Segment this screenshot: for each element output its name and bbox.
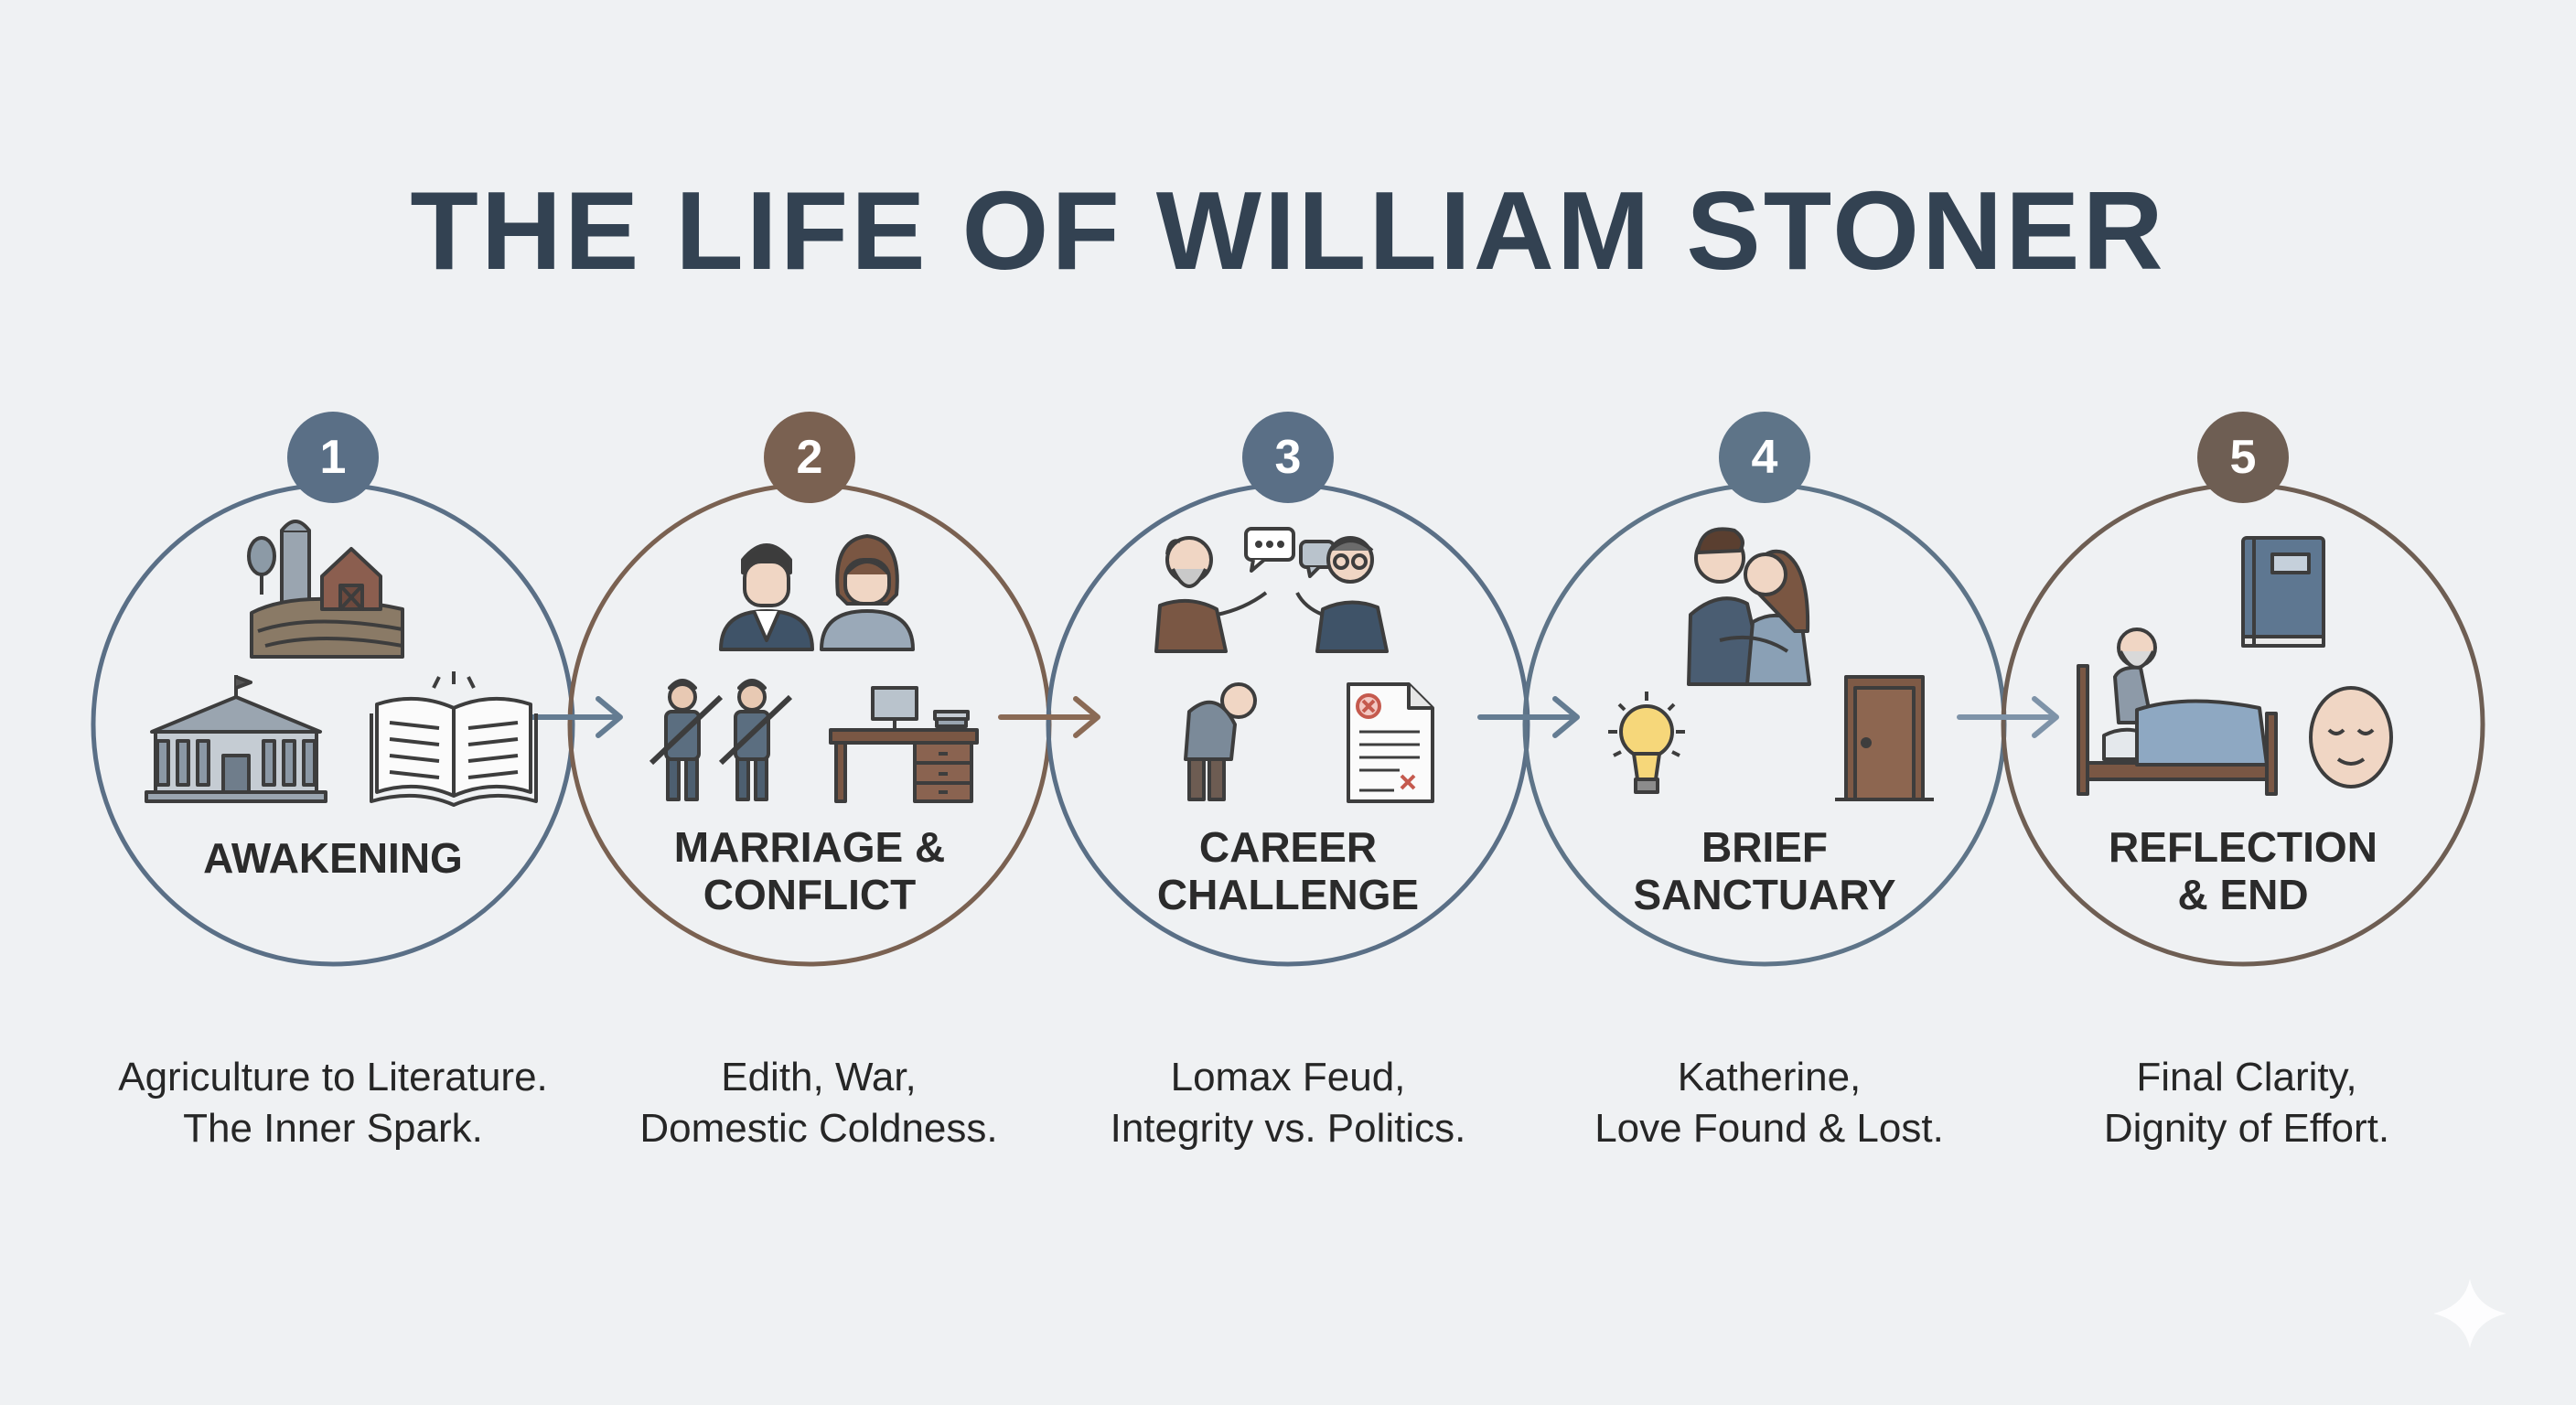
stage-title-5: REFLECTION & END (2109, 823, 2377, 918)
closed-book-icon (2241, 536, 2325, 648)
stage-description-line: Love Found & Lost. (1594, 1106, 1944, 1151)
door-icon (1835, 675, 1934, 801)
stage-description-2: Edith, War, Domestic Coldness. (563, 1052, 1075, 1154)
stage-description-line: Katherine, (1677, 1055, 1862, 1099)
rejected-document-icon (1347, 682, 1434, 803)
office-desk-icon (829, 686, 979, 803)
stage-badge-3: 3 (1242, 412, 1334, 503)
stage-title-4: BRIEF SANCTUARY (1633, 823, 1896, 918)
man-in-bed-icon (2077, 627, 2278, 796)
stage-badge-5: 5 (2197, 412, 2289, 503)
peaceful-face-icon (2309, 686, 2393, 788)
stage-description-line: Final Clarity, (2136, 1055, 2357, 1099)
lightbulb-icon (1608, 692, 1685, 794)
couple-portrait-icon (719, 534, 915, 651)
sparkle-icon (2433, 1279, 2506, 1348)
page-title: THE LIFE OF WILLIAM STONER (410, 168, 2166, 293)
stooped-man-icon (1184, 682, 1257, 801)
stage-description-line: Lomax Feud, (1170, 1055, 1406, 1099)
professors-arguing-icon (1154, 527, 1389, 653)
stage-description-line: Agriculture to Literature. (118, 1055, 548, 1099)
university-building-icon (145, 675, 327, 803)
embracing-couple-icon (1687, 527, 1811, 686)
stage-description-5: Final Clarity, Dignity of Effort. (1991, 1052, 2503, 1154)
stage-description-line: The Inner Spark. (183, 1106, 483, 1151)
stage-description-4: Katherine, Love Found & Lost. (1513, 1052, 2025, 1154)
stage-description-line: Edith, War, (721, 1055, 917, 1099)
stage-badge-2: 2 (764, 412, 855, 503)
farm-icon (247, 520, 404, 659)
stage-badge-4: 4 (1719, 412, 1810, 503)
arrow-3-4 (1477, 696, 1580, 738)
arrow-2-3 (998, 696, 1100, 738)
stage-title-3: CAREER CHALLENGE (1156, 823, 1420, 918)
stage-description-line: Dignity of Effort. (2103, 1106, 2390, 1151)
stage-description-line: Integrity vs. Politics. (1110, 1106, 1466, 1151)
stage-badge-1: 1 (287, 412, 379, 503)
stage-description-3: Lomax Feud, Integrity vs. Politics. (1032, 1052, 1544, 1154)
arrow-4-5 (1957, 696, 2059, 738)
open-book-icon (370, 671, 538, 807)
soldiers-icon (649, 679, 793, 801)
arrow-1-2 (521, 696, 623, 738)
stage-title-2: MARRIAGE & CONFLICT (673, 823, 946, 918)
stage-title-1: AWAKENING (203, 834, 463, 882)
stage-description-line: Domestic Coldness. (639, 1106, 998, 1151)
stage-description-1: Agriculture to Literature. The Inner Spa… (77, 1052, 589, 1154)
